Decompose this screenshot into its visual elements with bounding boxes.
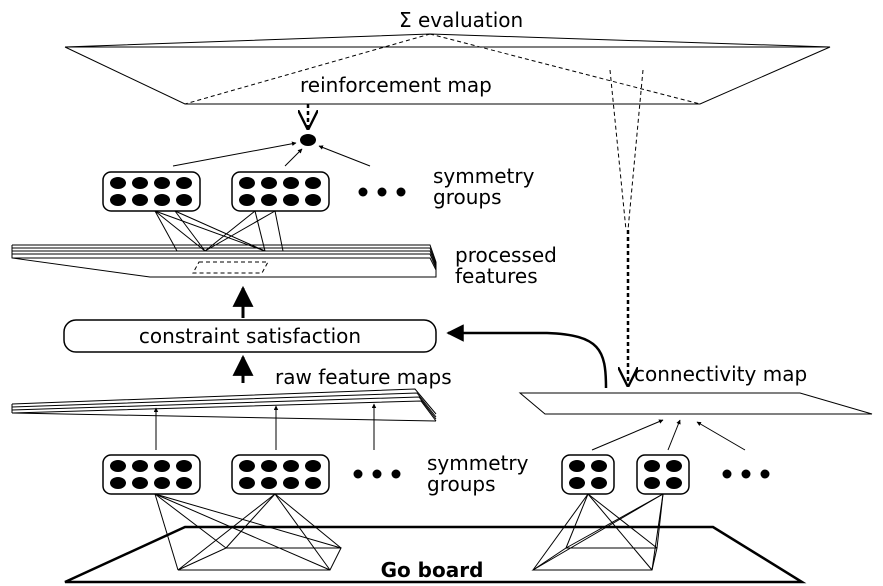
top-group-arrows: [172, 141, 371, 167]
symmetry-group-bottom-1: [102, 454, 201, 495]
connectivity-map: [518, 392, 873, 415]
constraint-satisfaction-box: [63, 319, 437, 353]
receptive-field-left: [154, 493, 342, 571]
symmetry-group-bottom-2: [231, 454, 330, 495]
output-node: [300, 134, 316, 146]
symmetry-group-top-1: [102, 171, 201, 212]
connectivity-to-constraint-arrow: [446, 324, 608, 389]
go-board: [64, 525, 807, 584]
processed-features-label-line1: processed: [455, 243, 557, 267]
symmetry-groups-top-label-line1: symmetry: [433, 164, 535, 188]
connectivity-link-dashed: [609, 69, 644, 385]
reinforcement-map-label: reinforcement map: [300, 73, 492, 97]
processed-features: [11, 244, 437, 278]
symmetry-groups-bottom-label-line2: groups: [427, 472, 496, 496]
symmetry-group-bottom-3: [561, 454, 615, 495]
raw-feature-maps-label: raw feature maps: [275, 365, 452, 389]
raw-feature-maps: [11, 388, 437, 422]
ellipsis-top: [358, 187, 406, 197]
symmetry-groups-bottom-label-line1: symmetry: [427, 451, 529, 475]
bottom-right-group-arrows: [591, 419, 746, 451]
go-board-label: Go board: [381, 558, 484, 582]
symmetry-groups-top-label-line2: groups: [433, 185, 502, 209]
connectivity-map-label: connectivity map: [634, 362, 807, 386]
symmetry-group-bottom-4: [636, 454, 690, 495]
symmetry-group-top-2: [231, 171, 330, 212]
processed-features-label-line2: features: [455, 264, 538, 288]
ellipsis-bottom-right: [722, 469, 770, 479]
bottom-left-group-arrows: [153, 403, 377, 450]
evaluation-label: Σ evaluation: [399, 8, 523, 32]
ellipsis-bottom-left: [353, 469, 401, 479]
receptive-field-right: [531, 493, 664, 571]
reinforcement-map: [64, 33, 831, 105]
top-group-connections: [154, 210, 284, 252]
constraint-satisfaction-label: constraint satisfaction: [139, 324, 361, 348]
